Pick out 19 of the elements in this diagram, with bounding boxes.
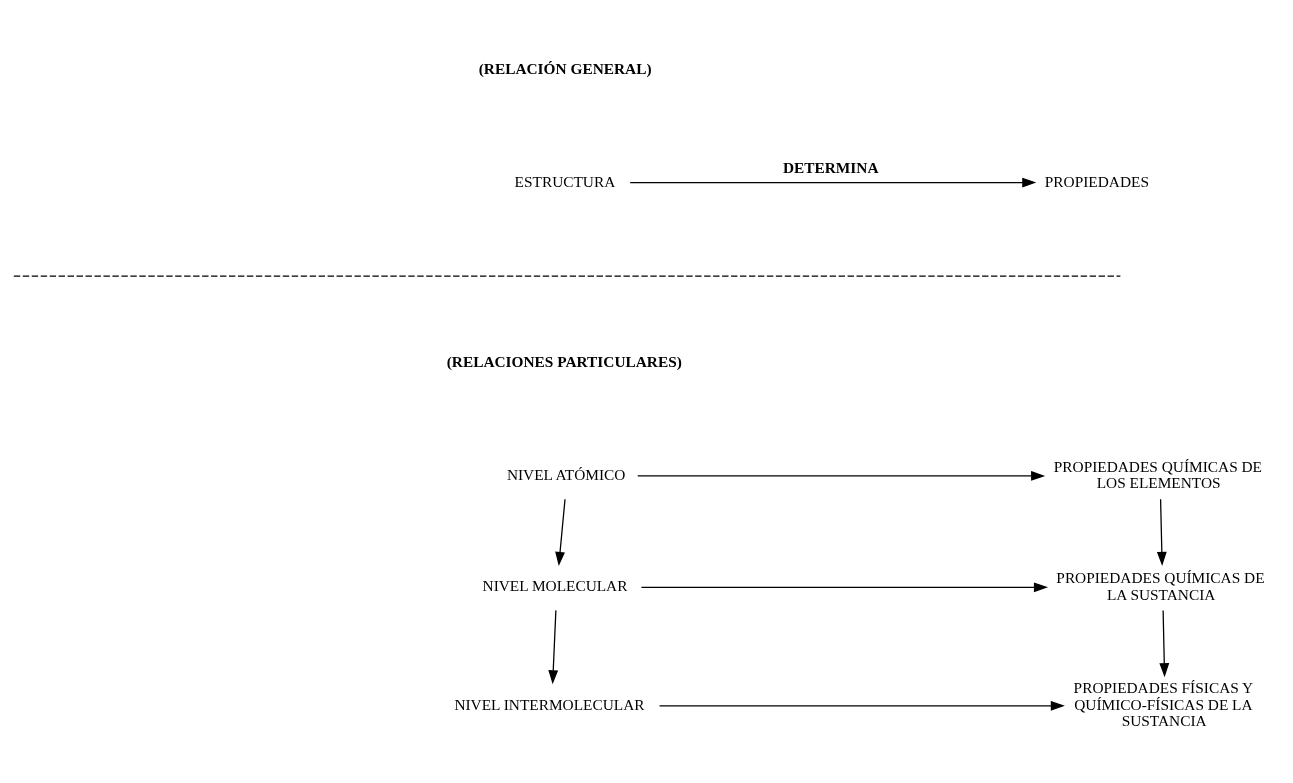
arrow (637, 470, 1046, 481)
arrow (548, 609, 559, 684)
label: (RELACIÓN GENERAL) (478, 59, 652, 77)
node-text: NIVEL INTERMOLECULAR (454, 695, 645, 713)
arrow (640, 581, 1048, 592)
arrow (1156, 498, 1167, 566)
arrow (658, 700, 1065, 711)
node-text: NIVEL ATÓMICO (506, 465, 626, 483)
arrow (629, 177, 1037, 188)
node-text: PROPIEDADES QUÍMICAS DE LOS ELEMENTOS (1053, 457, 1263, 491)
arrow (555, 498, 566, 566)
label: (RELACIONES PARTICULARES) (446, 352, 682, 370)
node-text: NIVEL MOLECULAR (482, 576, 628, 594)
node-text: PROPIEDADES QUÍMICAS DE LA SUSTANCIA (1056, 568, 1265, 603)
edge-label: DETERMINA (782, 158, 879, 176)
node-text: PROPIEDADES FÍSICAS Y QUÍMICO-FÍSICAS DE LA SUSTANCIA (1073, 678, 1254, 729)
node-text: ESTRUCTURA (514, 172, 616, 190)
arrow (1159, 609, 1170, 677)
node-text: PROPIEDADES (1044, 172, 1149, 190)
